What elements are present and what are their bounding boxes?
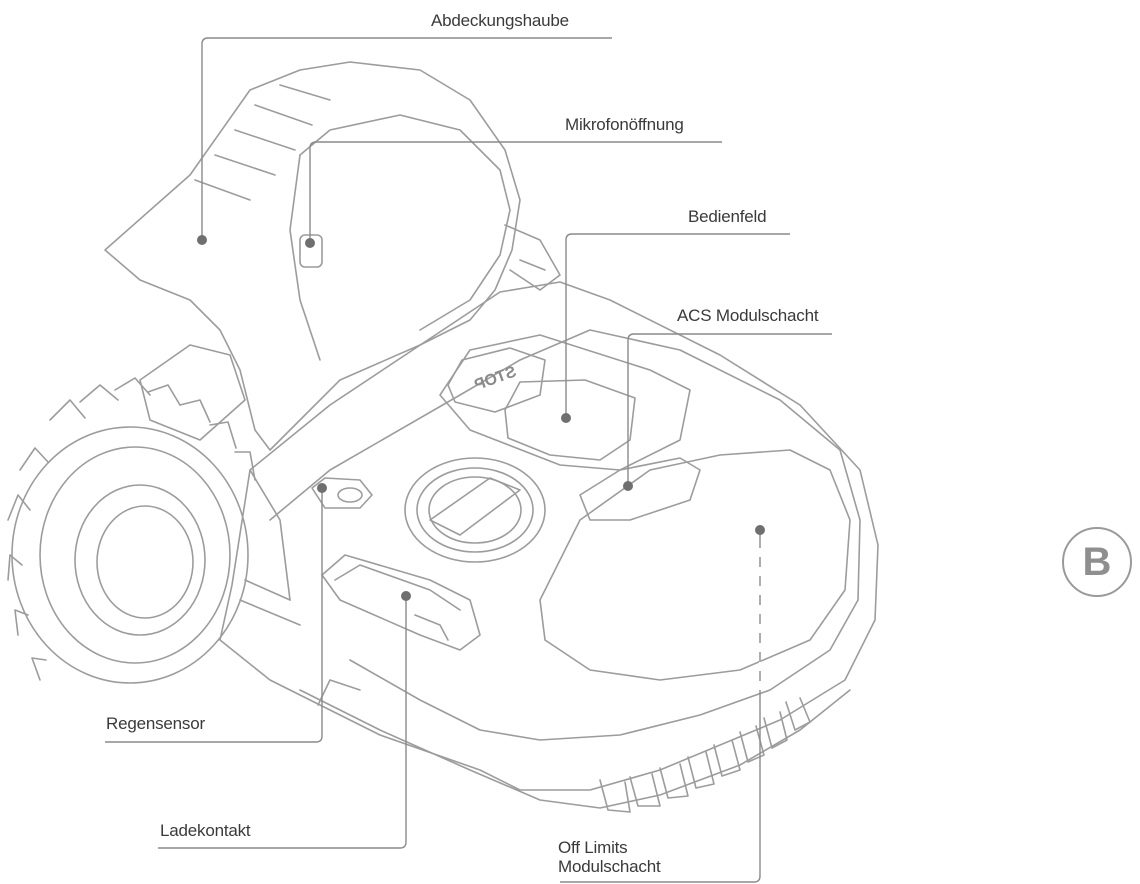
acs-slot: [579, 457, 701, 521]
dot-ladekontakt: [401, 591, 411, 601]
mower-body-shell: [219, 281, 879, 791]
leader-ladekontakt: [158, 596, 407, 849]
dot-regensensor: [317, 483, 327, 493]
label-bedienfeld: Bedienfeld: [688, 207, 767, 226]
label-off-limits: Off Limits Modulschacht: [558, 838, 661, 876]
leader-off-limits: [560, 530, 761, 883]
view-badge-letter: B: [1082, 540, 1112, 584]
label-abdeckungshaube: Abdeckungshaube: [431, 11, 569, 30]
label-mikrofonoeffnung: Mikrofonöffnung: [565, 115, 684, 134]
leader-lines: [105, 37, 832, 883]
rain-sensor: [311, 477, 373, 509]
dot-bedienfeld: [561, 413, 571, 423]
callout-dots: [197, 235, 765, 601]
label-off-limits-line2: Modulschacht: [558, 857, 661, 876]
leader-regensensor: [105, 488, 323, 743]
dot-mikrofonoeffnung: [305, 238, 315, 248]
mower-illustration: [7, 61, 879, 813]
label-ladekontakt: Ladekontakt: [160, 821, 251, 840]
mic-slot: [299, 234, 323, 268]
dot-acs: [623, 481, 633, 491]
dot-off-limits: [755, 525, 765, 535]
view-badge: B: [1062, 527, 1132, 597]
leader-acs: [627, 333, 832, 486]
top-deck-panel: [539, 449, 851, 681]
stop-button: [447, 347, 546, 413]
wheel: [7, 377, 256, 684]
label-off-limits-line1: Off Limits: [558, 838, 628, 857]
height-dial: [404, 457, 546, 563]
stop-button-text: STOP: [472, 363, 519, 394]
charging-contacts: [321, 554, 481, 651]
label-regensensor: Regensensor: [106, 714, 205, 733]
leader-bedienfeld: [565, 233, 790, 418]
control-panel-housing: [439, 334, 691, 471]
cover-hood: [104, 61, 521, 451]
front-vents: [599, 697, 811, 813]
label-acs-modulschacht: ACS Modulschacht: [677, 306, 819, 325]
leader-abdeckungshaube: [201, 37, 612, 240]
leader-mikrofonoeffnung: [309, 141, 722, 243]
dot-abdeckungshaube: [197, 235, 207, 245]
